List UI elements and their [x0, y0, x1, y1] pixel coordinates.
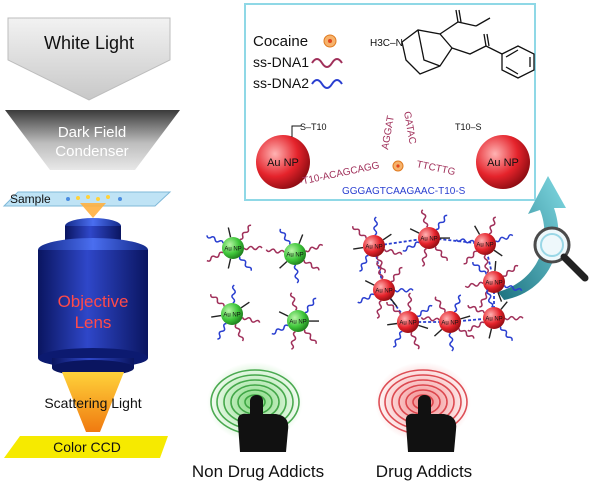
sample-particles [66, 195, 122, 201]
inset-np-left: Au NP [256, 135, 310, 189]
illumination-cone [65, 170, 120, 198]
red-nanoparticle-label: Au NP [375, 289, 392, 295]
green-nanoparticle-label: Au NP [223, 313, 240, 319]
legend-dna2-wave [311, 79, 343, 89]
sample-label: Sample [10, 192, 51, 206]
sample-slide [2, 191, 172, 207]
legend-cocaine-label: Cocaine [253, 33, 308, 50]
molecule-methyl-label: H3C–N [370, 38, 403, 49]
red-nanoparticle: Au NP [402, 209, 451, 267]
green-nanoparticle: Au NP [210, 284, 261, 342]
dark-field-condenser [5, 110, 180, 170]
hand-icon-right [405, 395, 457, 452]
white-light-label: White Light [44, 33, 134, 53]
aggregated-nanoparticles: Au NP Au NP Au NP Au NP Au NP Au NP Au NP Au NP [352, 209, 524, 352]
left-linker-line [291, 125, 302, 137]
bound-cocaine-core [396, 164, 400, 168]
scattering-light-label: Scattering Light [44, 395, 141, 411]
white-light-arrow [7, 17, 171, 101]
red-nanoparticle-label: Au NP [441, 321, 458, 327]
inset-np-left-label: Au NP [267, 157, 299, 169]
red-nanoparticle-label: Au NP [365, 245, 382, 251]
green-nanoparticle: Au NP [206, 224, 263, 271]
red-nanoparticle: Au NP [467, 289, 524, 341]
cocaine-marker [323, 34, 337, 48]
left-linker-top-label: S–T10 [300, 122, 327, 132]
red-nanoparticle-label: Au NP [485, 281, 502, 287]
objective-lens [38, 218, 148, 376]
red-nanoparticle-label: Au NP [420, 237, 437, 243]
inset-np-right: Au NP [476, 135, 530, 189]
red-nanoparticle: Au NP [357, 261, 414, 319]
green-nanoparticle-label: Au NP [289, 320, 306, 326]
red-nanoparticle: Au NP [455, 216, 514, 274]
condenser-label-line2: Condenser [55, 143, 128, 160]
green-nanoparticle-label: Au NP [286, 253, 303, 259]
zoom-indicator [498, 176, 589, 300]
legend-dna1-label: ss-DNA1 [253, 54, 309, 70]
color-ccd [4, 436, 168, 458]
objective-label-line1: Objective [58, 292, 129, 311]
addicts-label: Drug Addicts [376, 462, 472, 481]
cocaine-structure: H3C–N [370, 9, 535, 79]
green-nanoparticle: Au NP [271, 292, 320, 350]
magnifier-icon [533, 226, 589, 282]
red-nanoparticle: Au NP [464, 261, 523, 308]
red-nanoparticle-label: Au NP [485, 317, 502, 323]
objective-label-line2: Lens [75, 313, 112, 332]
red-nanoparticle-label: Au NP [399, 321, 416, 327]
dispersed-nanoparticles: Au NP Au NP Au NP Au NP [206, 224, 324, 350]
red-nanoparticle: Au NP [386, 292, 433, 350]
strand-bottom-text: GGGAGTCAAGAAC-T10-S [342, 186, 466, 197]
inset-np-right-label: Au NP [487, 157, 519, 169]
red-nanoparticle: Au NP [352, 216, 403, 274]
microscope: White Light Dark Field Condenser Sample [2, 17, 180, 458]
legend-dna2-label: ss-DNA2 [253, 75, 309, 91]
red-nanoparticle-label: Au NP [476, 243, 493, 249]
scattering-light-beam [62, 372, 124, 432]
hand-icon-left [237, 395, 289, 452]
green-nanoparticle-label: Au NP [224, 247, 241, 253]
green-nanoparticle: Au NP [265, 228, 324, 284]
legend-dna1-wave [311, 58, 343, 68]
condenser-label-line1: Dark Field [58, 124, 126, 141]
color-ccd-label: Color CCD [53, 439, 121, 455]
inset-box: Cocaine ss-DNA1 ss-DNA2 H3C–N [244, 3, 536, 201]
red-nanoparticle: Au NP [420, 294, 475, 352]
right-linker-top-label: T10–S [455, 122, 482, 132]
scatter-cone-top [80, 203, 106, 218]
curved-arrow [498, 176, 566, 300]
non-addicts-label: Non Drug Addicts [192, 462, 324, 481]
